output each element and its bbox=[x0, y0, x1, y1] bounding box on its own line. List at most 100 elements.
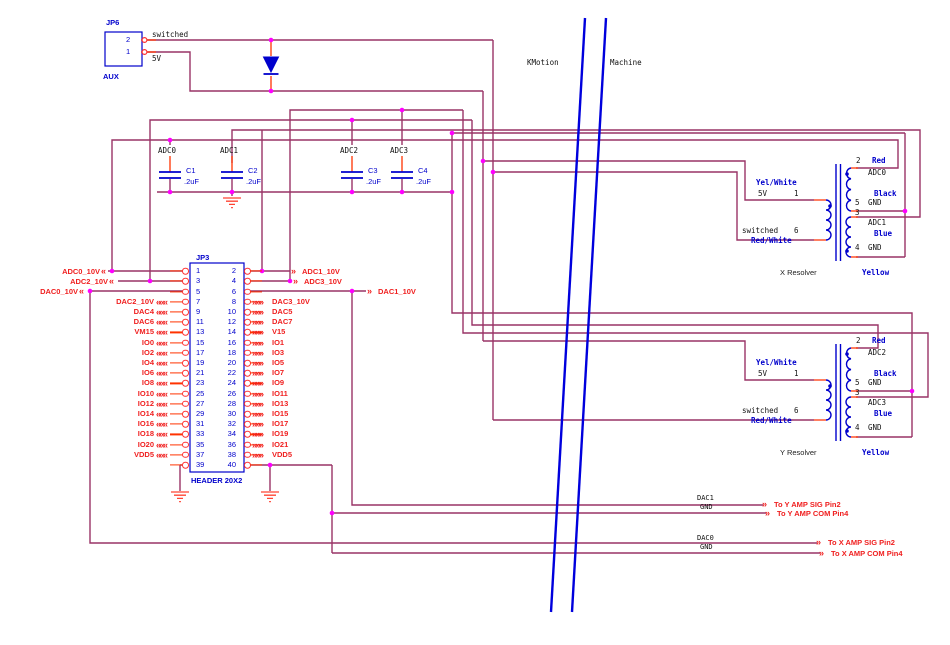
net-flag-to-y-amp-sig[interactable]: To Y AMP SIG Pin2 bbox=[774, 500, 841, 509]
net-flag-to-x-amp-com[interactable]: To X AMP COM Pin4 bbox=[831, 549, 903, 558]
jp3-right-pin-label[interactable]: IO5 bbox=[272, 357, 285, 367]
left-pin-circle[interactable] bbox=[182, 298, 189, 305]
jp3-left-pin-label[interactable]: IO18 bbox=[137, 429, 154, 439]
y-resolver[interactable]: Yel/White 5V 1 switched 6 Red/White 2 Re… bbox=[730, 332, 950, 472]
right-net-arrow-icon: » bbox=[367, 286, 372, 296]
left-pin-circle[interactable] bbox=[182, 461, 189, 469]
net-label-switched: switched bbox=[152, 30, 189, 39]
jp3-left-pin-label[interactable]: IO12 bbox=[137, 398, 154, 408]
jp3-left-pin-label[interactable]: DAC6 bbox=[133, 317, 154, 327]
jp3-left-pin-label[interactable]: IO14 bbox=[137, 408, 154, 418]
left-pin-stub bbox=[170, 372, 184, 374]
jp3-pin-row: IO6 ««« 21 22 »»» IO7 bbox=[60, 368, 400, 378]
jp3-right-pin-label[interactable]: DAC5 bbox=[272, 306, 293, 316]
left-pin-circle[interactable] bbox=[182, 288, 189, 295]
left-pin-circle[interactable] bbox=[182, 267, 189, 275]
jp3-right-pin-label[interactable]: IO3 bbox=[272, 347, 285, 357]
diode-symbol[interactable] bbox=[262, 56, 280, 75]
cap-ref[interactable]: C2 bbox=[248, 166, 258, 175]
jp3-right-pin-label[interactable]: V15 bbox=[272, 327, 286, 337]
net-flag-adc3-10v[interactable]: ADC3_10V bbox=[304, 277, 342, 286]
left-pin-stub bbox=[170, 311, 184, 313]
left-pin-stub bbox=[170, 321, 184, 323]
jp3-pin-row: 39 40 bbox=[60, 460, 400, 470]
cap-ref[interactable]: C4 bbox=[418, 166, 428, 175]
net-label-adc2: ADC2 bbox=[868, 348, 887, 357]
jp3-left-pin-label[interactable]: DAC4 bbox=[133, 306, 154, 316]
left-pin-circle[interactable] bbox=[182, 339, 189, 346]
capacitor-symbol[interactable] bbox=[159, 171, 413, 179]
jp6-connector-body[interactable] bbox=[104, 31, 143, 67]
left-pin-circle[interactable] bbox=[182, 431, 189, 438]
left-net-arrow-icon: ««« bbox=[156, 419, 168, 430]
jp3-left-pin-label[interactable]: DAC2_10V bbox=[116, 296, 154, 306]
jp6-pin-circle[interactable] bbox=[141, 36, 148, 43]
right-pin-stub bbox=[250, 331, 262, 333]
net-flag-to-y-amp-com[interactable]: To Y AMP COM Pin4 bbox=[777, 509, 849, 518]
left-pin-circle[interactable] bbox=[182, 420, 189, 428]
jp3-right-pin-label[interactable]: IO7 bbox=[272, 368, 285, 378]
jp3-right-pin-label[interactable]: IO21 bbox=[272, 439, 289, 449]
jp3-left-pin-label[interactable]: IO8 bbox=[141, 378, 154, 388]
jp3-left-pin-label[interactable]: IO20 bbox=[137, 439, 154, 449]
left-net-arrow-icon: ««« bbox=[156, 327, 168, 338]
left-pin-circle[interactable] bbox=[182, 380, 189, 387]
right-net-arrow-icon: » bbox=[293, 276, 298, 286]
ground-symbol[interactable] bbox=[222, 197, 242, 209]
jp3-left-pin-label[interactable]: IO2 bbox=[141, 347, 154, 357]
left-pin-circle[interactable] bbox=[182, 318, 189, 326]
left-pin-circle[interactable] bbox=[182, 329, 189, 336]
jp3-left-pin-label[interactable]: IO0 bbox=[141, 337, 154, 347]
net-flag-adc2-10v[interactable]: ADC2_10V bbox=[70, 277, 108, 286]
jp3-right-pin-label[interactable]: VDD5 bbox=[272, 449, 293, 459]
jp6-ref[interactable]: JP6 bbox=[106, 18, 120, 27]
left-pin-circle[interactable] bbox=[182, 369, 189, 377]
jp3-right-pin-label[interactable]: IO1 bbox=[272, 337, 285, 347]
jp3-left-pin-label[interactable]: IO16 bbox=[137, 419, 154, 429]
jp3-right-pin-label[interactable]: IO13 bbox=[272, 398, 289, 408]
cap-ref[interactable]: C3 bbox=[368, 166, 378, 175]
jp3-left-pin-label[interactable]: IO4 bbox=[141, 357, 154, 367]
cap-net-label: ADC3 bbox=[390, 146, 409, 155]
jp3-left-pin-label[interactable]: IO6 bbox=[141, 368, 154, 378]
jp3-left-pin-label[interactable]: VDD5 bbox=[133, 449, 154, 459]
net-label-dac0: DAC0 bbox=[697, 534, 714, 542]
net-flag-dac0-10v[interactable]: DAC0_10V bbox=[40, 287, 78, 296]
right-net-arrow-icon: » bbox=[765, 508, 770, 518]
left-pin-circle[interactable] bbox=[182, 410, 189, 418]
resolver-pin1-number: 1 bbox=[794, 189, 799, 198]
jp3-right-pin-label[interactable]: DAC7 bbox=[272, 317, 293, 327]
left-net-arrow-icon: « bbox=[79, 286, 84, 296]
jp3-right-pin-label[interactable]: DAC3_10V bbox=[272, 296, 310, 306]
left-pin-circle[interactable] bbox=[182, 390, 189, 397]
net-flag-adc1-10v[interactable]: ADC1_10V bbox=[302, 267, 340, 276]
jp3-right-pin-label[interactable]: IO9 bbox=[272, 378, 285, 388]
x-resolver[interactable]: Yel/White 5V 1 switched 6 Red/White 2 Re… bbox=[730, 152, 950, 292]
left-pin-circle[interactable] bbox=[182, 308, 189, 316]
ground-symbol[interactable] bbox=[260, 491, 280, 503]
right-pin-stub bbox=[250, 301, 262, 303]
jp6-pin-circle[interactable] bbox=[141, 48, 148, 55]
left-pin-circle[interactable] bbox=[182, 349, 189, 357]
jp3-header-body[interactable] bbox=[189, 262, 245, 473]
jp3-right-pin-label[interactable]: IO17 bbox=[272, 419, 289, 429]
divider-label-machine: Machine bbox=[610, 58, 642, 67]
cap-ref[interactable]: C1 bbox=[186, 166, 196, 175]
left-pin-circle[interactable] bbox=[182, 441, 189, 448]
left-pin-circle[interactable] bbox=[182, 451, 189, 459]
left-pin-circle[interactable] bbox=[182, 400, 189, 408]
jp3-right-pin-number: 18 bbox=[227, 347, 236, 357]
jp3-right-pin-label[interactable]: IO19 bbox=[272, 429, 289, 439]
wire-color-label: Red bbox=[872, 156, 886, 165]
left-pin-circle[interactable] bbox=[182, 278, 189, 285]
jp3-left-pin-label[interactable]: VM15 bbox=[134, 327, 154, 337]
left-pin-circle[interactable] bbox=[182, 359, 189, 367]
net-flag-adc0-10v[interactable]: ADC0_10V bbox=[62, 267, 100, 276]
ground-symbol[interactable] bbox=[170, 491, 190, 503]
jp3-ref[interactable]: JP3 bbox=[196, 253, 210, 262]
jp3-right-pin-label[interactable]: IO11 bbox=[272, 388, 288, 398]
net-flag-to-x-amp-sig[interactable]: To X AMP SIG Pin2 bbox=[828, 538, 895, 547]
net-flag-dac1-10v[interactable]: DAC1_10V bbox=[378, 287, 416, 296]
jp3-left-pin-label[interactable]: IO10 bbox=[137, 388, 154, 398]
jp3-right-pin-label[interactable]: IO15 bbox=[272, 408, 289, 418]
